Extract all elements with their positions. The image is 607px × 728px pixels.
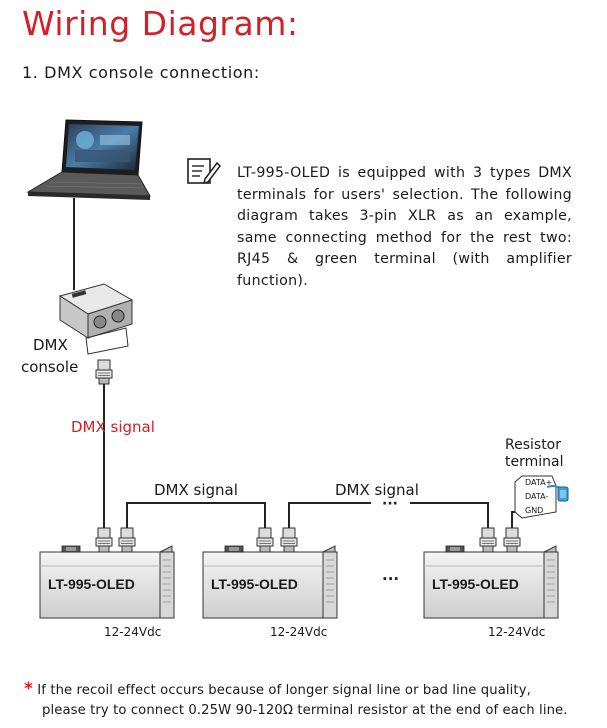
- xlr-connector-icon: [95, 359, 113, 385]
- footer-star: *: [24, 679, 33, 699]
- dmx-signal-label-1: DMX signal: [154, 481, 238, 499]
- resistor-pin-gnd: GND: [525, 506, 544, 515]
- dmx-console-label: DMX: [33, 336, 68, 354]
- device-name-2: LT-995-OLED: [211, 576, 298, 592]
- footer-note: * If the recoil effect occurs because of…: [24, 679, 568, 721]
- power-label-3: 12-24Vdc: [488, 625, 546, 639]
- svg-text:···: ···: [382, 496, 398, 512]
- page-title: Wiring Diagram:: [22, 4, 299, 43]
- device-name-3: LT-995-OLED: [432, 576, 519, 592]
- resistor-plug-icon: [514, 475, 569, 519]
- dmx-console-label-2: console: [21, 358, 79, 376]
- device-name-1: LT-995-OLED: [48, 576, 135, 592]
- power-label-1: 12-24Vdc: [104, 625, 162, 639]
- dmx-console-icon: [58, 283, 134, 355]
- footer-line-1: If the recoil effect occurs because of l…: [37, 683, 531, 698]
- resistor-label: Resistor: [505, 437, 561, 453]
- resistor-pin-data-minus: DATA-: [525, 492, 549, 501]
- section-subtitle: 1. DMX console connection:: [22, 63, 260, 82]
- chain-ellipsis: ···: [382, 570, 399, 588]
- dmx-signal-red-label: DMX signal: [71, 418, 155, 436]
- note-text: LT-995-OLED is equipped with 3 types DMX…: [237, 165, 572, 289]
- resistor-pin-data-plus: DATA+: [525, 478, 553, 487]
- dmx-signal-label-2: DMX signal: [335, 481, 419, 499]
- power-label-2: 12-24Vdc: [270, 625, 328, 639]
- footer-line-2: please try to connect 0.25W 90-120Ω term…: [42, 703, 568, 718]
- laptop-icon: [26, 119, 151, 200]
- resistor-label-2: terminal: [505, 454, 564, 470]
- note-pencil-icon: [187, 158, 221, 185]
